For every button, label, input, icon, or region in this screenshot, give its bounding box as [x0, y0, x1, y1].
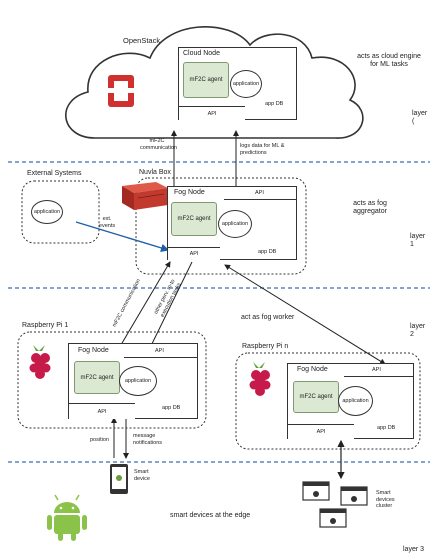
rpi1-api-bottom: API — [69, 403, 135, 419]
mf2c-communication-label: mF2C communication — [140, 138, 177, 151]
smart-device-label: Smart device — [134, 469, 150, 482]
rpin-fog-node-label: Fog Node — [297, 366, 328, 373]
arrow-ext-events — [75, 221, 170, 252]
fog-api-top-divider — [224, 199, 296, 200]
layer-top-label: layer ( — [412, 110, 428, 125]
openstack-logo-icon — [108, 75, 134, 107]
rpi1-api-top: API — [155, 348, 164, 354]
position-label: position — [90, 437, 109, 443]
openstack-label: OpenStack — [123, 36, 161, 45]
cloud-node-label: Cloud Node — [183, 50, 220, 57]
rpi1-fog-node-label: Fog Node — [78, 347, 109, 354]
rpi1-app-db-label: app DB — [162, 405, 181, 411]
logs-data-label: logs data for ML & predictions — [240, 143, 285, 156]
fog-api-bottom: API — [168, 247, 220, 260]
rpi1-api-top-divider — [124, 357, 197, 358]
smart-devices-cluster-label: Smart devices cluster — [376, 490, 395, 509]
act-as-fog-worker-label: act as fog worker — [241, 314, 295, 321]
cloud-node-box: Cloud Node mF2C agent application app DB… — [178, 47, 297, 120]
fog-app-db-label: app DB — [258, 249, 277, 255]
external-application: application — [31, 200, 63, 224]
rpin-app-db-label: app DB — [377, 425, 396, 431]
layer-bottom-label: layer 3 — [403, 546, 425, 553]
rpin-api-bottom: API — [288, 424, 354, 439]
acts-as-cloud-label: acts as cloud engine for ML tasks — [357, 53, 421, 68]
arrow-fog-rpi1-tasks — [145, 261, 193, 357]
raspberry-pi-icon-n — [249, 362, 271, 396]
fog-node-label: Fog Node — [174, 189, 205, 196]
fog-node-box: Fog Node API mF2C agent application app … — [167, 186, 297, 260]
fog-mf2c-agent: mF2C agent — [171, 202, 217, 236]
rpin-api-top: API — [372, 367, 381, 373]
cloud-mf2c-agent: mF2C agent — [183, 62, 229, 98]
layer-mid1-label: layer 1 — [410, 233, 426, 248]
rpin-api-top-divider — [344, 376, 413, 377]
acts-as-fog-aggregator-label: acts as fog aggregator — [353, 200, 387, 215]
raspberry-pi-1-label: Raspberry Pi 1 — [22, 322, 69, 329]
smart-devices-at-edge-label: smart devices at the edge — [170, 512, 251, 519]
smart-devices-cluster-icon — [302, 481, 368, 528]
nuvla-box-icon — [122, 182, 168, 210]
external-systems-label: External Systems — [27, 170, 82, 177]
cloud-api: API — [179, 106, 245, 120]
rpin-fog-node-box: Fog Node API mF2C agent application app … — [287, 363, 414, 439]
cloud-app-db-label: app DB — [265, 101, 284, 107]
cloud-application: application — [230, 70, 262, 98]
fog-application: application — [218, 210, 252, 238]
rpi1-application: application — [119, 366, 157, 396]
raspberry-pi-icon-1 — [29, 345, 51, 379]
rpi1-mf2c-agent: mF2C agent — [74, 361, 120, 394]
arrow-fog-rpin — [224, 264, 386, 365]
android-icon — [47, 494, 87, 541]
nuvla-region — [135, 177, 307, 275]
smart-device-icon — [110, 464, 128, 494]
message-notifications-label: message notifications — [133, 433, 163, 446]
rpin-mf2c-agent: mF2C agent — [293, 381, 339, 413]
nuvla-box-label: Nuvla Box — [139, 169, 171, 176]
raspberry-pi-n-label: Raspberry Pi n — [242, 343, 289, 350]
ext-events-label: ext. events — [98, 216, 116, 229]
rpin-application: application — [338, 386, 373, 416]
layer-mid2-label: layer 2 — [410, 323, 426, 338]
rpi1-fog-node-box: Fog Node API mF2C agent application app … — [68, 343, 198, 419]
fog-api-top: API — [255, 190, 264, 196]
